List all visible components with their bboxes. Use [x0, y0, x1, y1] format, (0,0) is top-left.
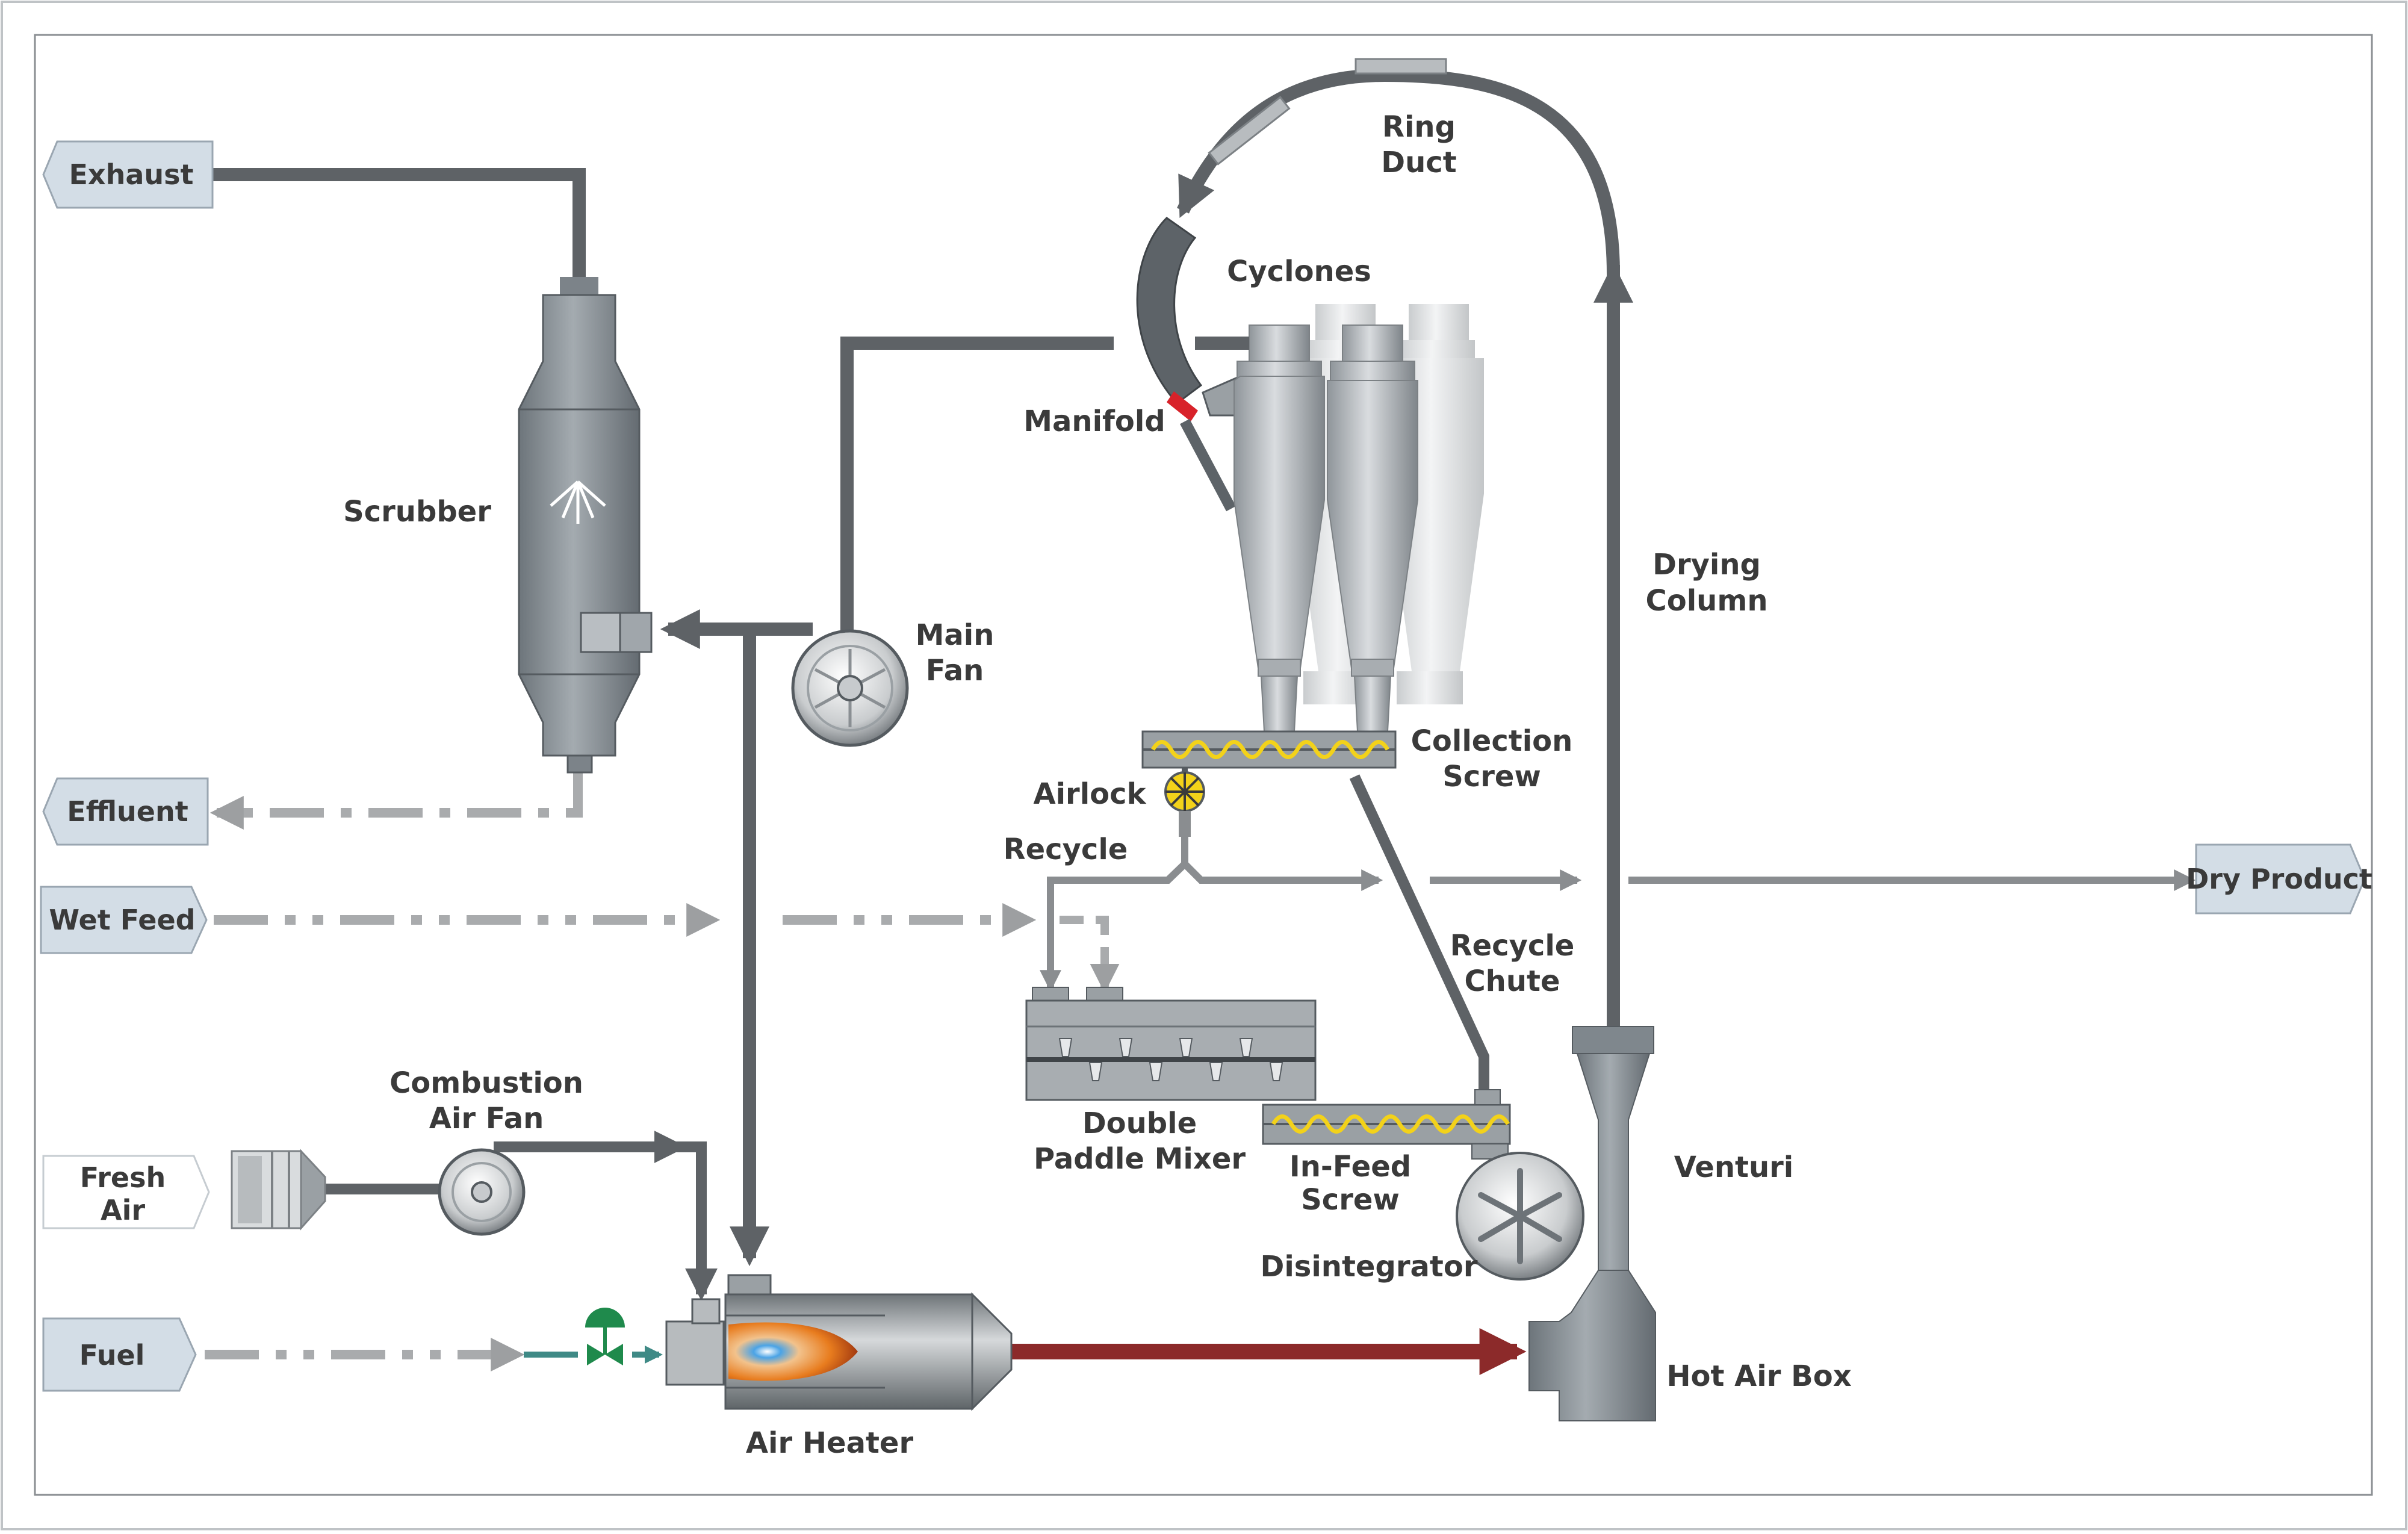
ring-duct-label-1: Ring: [1382, 110, 1456, 144]
recycle-line: [1040, 861, 1188, 992]
disintegrator-label: Disintegrator: [1260, 1250, 1477, 1284]
combustion-fan-label-1: Combustion: [389, 1066, 583, 1100]
double-paddle-mixer: [1025, 987, 1317, 1101]
scrubber-vessel: [518, 277, 653, 774]
ring-duct-vane: [1208, 96, 1291, 166]
fresh-air-tag: Fresh Air: [42, 1155, 210, 1229]
in-feed-screw-label-2: Screw: [1301, 1183, 1400, 1217]
collection-screw-label-1: Collection: [1411, 724, 1573, 758]
exhaust-tag: Exhaust: [42, 140, 214, 209]
disintegrator: [1456, 1143, 1584, 1281]
main-fan: [791, 629, 909, 747]
recycle-chute-label-2: Chute: [1464, 964, 1560, 998]
combustion-fan-label-2: Air Fan: [429, 1102, 544, 1135]
manifold-label: Manifold: [1023, 405, 1165, 438]
ring-duct-label-2: Duct: [1381, 146, 1456, 179]
air-heater-label: Air Heater: [746, 1426, 914, 1460]
dry-product-label: Dry Product: [2186, 863, 2372, 895]
venturi-label: Venturi: [1674, 1150, 1794, 1184]
collection-screw: [1141, 730, 1397, 769]
main-fan-label-2: Fan: [926, 654, 984, 688]
main-fan-duct: [840, 337, 1114, 650]
in-feed-screw: [1262, 1089, 1511, 1145]
fresh-air-filter: [231, 1149, 326, 1231]
cyclones-label: Cyclones: [1227, 255, 1371, 288]
venturi: [1572, 1026, 1654, 1271]
double-paddle-label-1: Double: [1082, 1107, 1197, 1140]
main-fan-label-1: Main: [916, 618, 995, 652]
scrubber-label: Scrubber: [343, 495, 491, 529]
fuel-tag: Fuel: [42, 1317, 197, 1392]
fuel-label: Fuel: [79, 1339, 145, 1371]
exhaust-label: Exhaust: [69, 158, 194, 191]
combustion-air-duct: [494, 1141, 718, 1301]
wet-feed-label: Wet Feed: [49, 904, 195, 936]
dry-product-tag: Dry Product: [2186, 843, 2372, 914]
fuel-valve: [585, 1308, 625, 1365]
hot-air-box-label: Hot Air Box: [1666, 1359, 1851, 1393]
exhaust-duct: [211, 168, 586, 283]
drying-column-label-1: Drying: [1652, 548, 1761, 582]
effluent-tag: Effluent: [42, 777, 209, 846]
collection-screw-label-2: Screw: [1442, 760, 1541, 793]
air-heater: [665, 1274, 1013, 1411]
ring-duct-classifier: [1354, 58, 1447, 75]
wet-feed-tag: Wet Feed: [40, 886, 208, 954]
product-line-1: [1181, 837, 1383, 891]
wet-feed-drop: [1060, 916, 1120, 993]
recycle-chute-label-1: Recycle: [1450, 929, 1575, 963]
airlock: [1164, 768, 1205, 837]
combustion-air-fan: [438, 1148, 526, 1236]
fresh-air-label-1: Fresh: [80, 1161, 166, 1194]
effluent-label: Effluent: [67, 795, 188, 828]
manifold: [1136, 217, 1241, 512]
double-paddle-label-2: Paddle Mixer: [1034, 1142, 1246, 1176]
drying-column-label-2: Column: [1645, 584, 1767, 618]
airlock-label: Airlock: [1033, 777, 1146, 811]
effluent-line: [209, 771, 583, 830]
recycle-label: Recycle: [1004, 833, 1128, 866]
hot-air-box: [1528, 1270, 1656, 1421]
fresh-air-label-2: Air: [101, 1194, 145, 1226]
recycle-chute: [1349, 774, 1489, 1102]
cyclone-front: [1233, 324, 1418, 732]
in-feed-screw-label-1: In-Feed: [1289, 1150, 1411, 1184]
